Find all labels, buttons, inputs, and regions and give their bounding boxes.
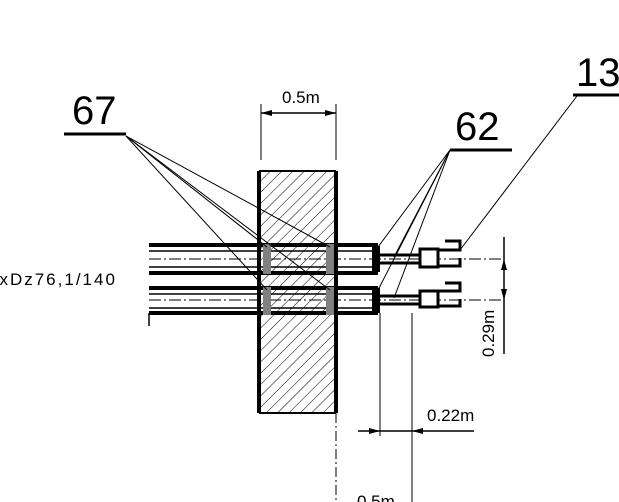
dim-offset: 0.22m [358,313,474,502]
pipe-upper-sleeve-right [326,244,334,274]
pipe-upper-fitting [438,239,462,268]
pipe-lower-valve [418,289,440,309]
callout-62-leader-4 [393,149,451,299]
callout-67-leader-4 [125,135,331,291]
wall-hatch [259,171,336,413]
dim-offset-arrow-right [412,428,423,434]
callout-62-leader-1 [377,149,451,248]
dim-wall-thickness: 0.5m [260,88,337,160]
callout-67: 67 [64,89,331,291]
dim-vertical-spacing-label: 0.29m [479,310,498,357]
pipe-upper-end-cap [372,246,380,272]
pipe-lower-fitting [438,281,462,308]
callout-13-leader [459,95,578,251]
callout-67-leader-2 [125,135,331,248]
dim-v-arrow-top [501,259,507,270]
wall-section [257,170,338,502]
callout-67-number: 67 [72,89,117,133]
callout-62-number: 62 [455,105,500,149]
callout-13-number: 13 [576,51,619,95]
dim-v-arrow-bottom [501,289,507,300]
callout-67-leader-1 [125,135,268,248]
pipe-lower [148,281,502,326]
dim-vertical-spacing: 0.29m [479,237,507,357]
dim-offset-label: 0.22m [427,406,474,425]
dim-arrow-right [325,110,336,116]
dim-offset-arrow-left [369,428,380,434]
callout-62: 62 [377,105,512,299]
pipe-upper-valve [418,247,440,269]
pipe-upper [149,239,502,275]
callout-13: 13 [459,51,619,251]
dim-arrow-left [261,110,272,116]
pipe-label: 2xDz76,1/140 [0,270,117,289]
pipe-lower-sleeve-right [326,287,334,315]
pipe-lower-end-cap [372,288,380,313]
callout-67-leader-3 [125,135,268,291]
dim-wall-thickness-label: 0.5m [282,88,320,107]
dim-bottom-label: 0.5m [357,492,395,502]
callout-62-leader-3 [377,149,451,291]
pipe-lower-sleeve-left [263,287,271,315]
pipe-upper-sleeve-left [263,244,271,274]
